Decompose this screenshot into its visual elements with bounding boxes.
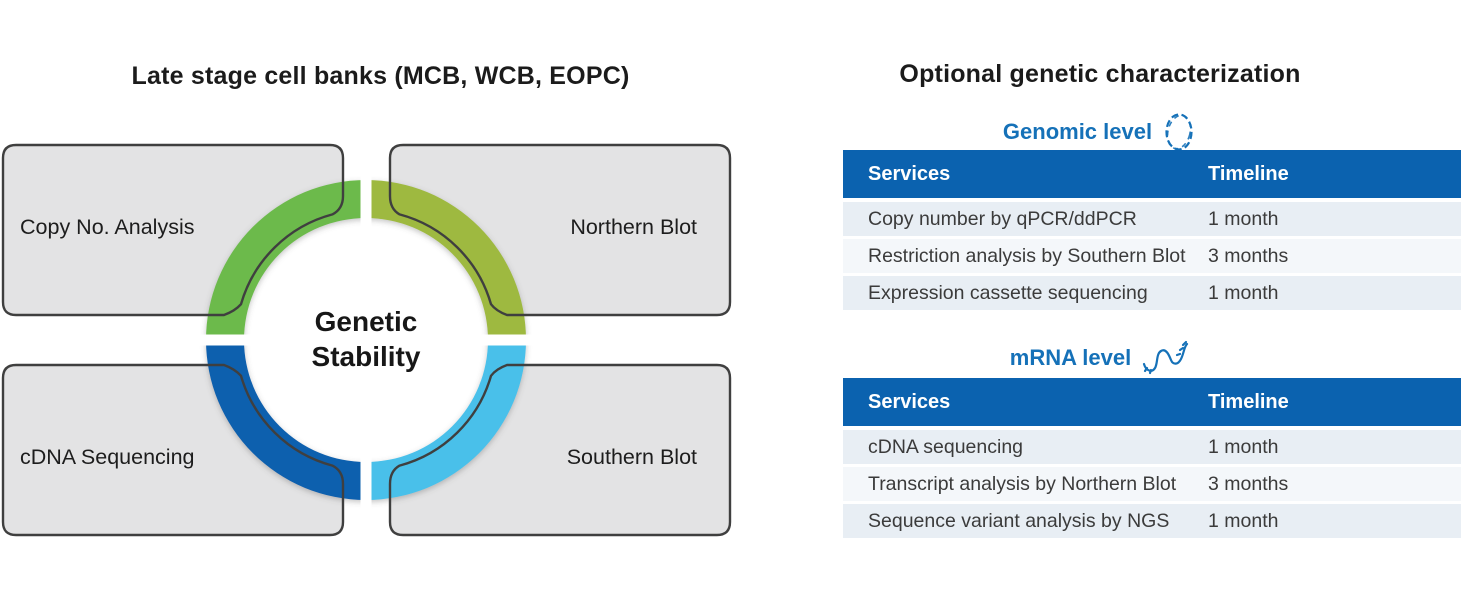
characterization-panel: Optional genetic characterization Genomi… bbox=[733, 0, 1467, 613]
node-box-top-left bbox=[3, 145, 343, 315]
hub-label-line1: Genetic bbox=[315, 306, 418, 337]
table-row: Expression cassette sequencing 1 month bbox=[843, 276, 1461, 310]
diagram-title: Late stage cell banks (MCB, WCB, EOPC) bbox=[131, 62, 630, 90]
ring-segment-bottom-right bbox=[366, 340, 526, 500]
node-label-copy-no-analysis: Copy No. Analysis bbox=[20, 215, 194, 239]
table-row: Transcript analysis by Northern Blot 3 m… bbox=[843, 467, 1461, 501]
rna-strand-icon bbox=[1143, 340, 1189, 375]
timeline-cell: 1 month bbox=[1208, 435, 1279, 458]
table-row: Copy number by qPCR/ddPCR 1 month bbox=[843, 202, 1461, 236]
ring-segments bbox=[206, 180, 526, 500]
node-box-bottom-left bbox=[3, 365, 343, 535]
ring-segment-top-right bbox=[366, 180, 526, 340]
ring-gaps bbox=[197, 171, 535, 509]
characterization-title: Optional genetic characterization bbox=[899, 60, 1301, 88]
node-box-bottom-right bbox=[390, 365, 730, 535]
column-header-services: Services bbox=[868, 390, 951, 413]
genomic-level-label: Genomic level bbox=[1002, 119, 1153, 144]
genetic-stability-diagram: Copy No. Analysis Northern Blot cDNA Seq… bbox=[1, 143, 732, 537]
service-cell: Sequence variant analysis by NGS bbox=[868, 509, 1170, 532]
timeline-cell: 3 months bbox=[1208, 244, 1289, 267]
node-label-cdna-sequencing: cDNA Sequencing bbox=[20, 445, 195, 469]
timeline-cell: 1 month bbox=[1208, 509, 1279, 532]
ring-segment-bottom-left bbox=[206, 340, 366, 500]
service-cell: cDNA sequencing bbox=[868, 435, 1024, 458]
timeline-cell: 1 month bbox=[1208, 281, 1279, 304]
node-label-northern-blot: Northern Blot bbox=[570, 215, 697, 239]
hub-label-line2: Stability bbox=[312, 341, 421, 372]
genomic-table: Services Timeline Copy number by qPCR/dd… bbox=[843, 150, 1461, 310]
mrna-table-header: Services Timeline bbox=[843, 378, 1461, 426]
mrna-level-label: mRNA level bbox=[1009, 345, 1132, 370]
table-row: Sequence variant analysis by NGS 1 month bbox=[843, 504, 1461, 538]
node-label-southern-blot: Southern Blot bbox=[567, 445, 697, 469]
table-row: Restriction analysis by Southern Blot 3 … bbox=[843, 239, 1461, 273]
node-box-borders bbox=[1, 143, 732, 537]
timeline-cell: 3 months bbox=[1208, 472, 1289, 495]
ring-segment-top-left bbox=[206, 180, 366, 340]
timeline-cell: 1 month bbox=[1208, 207, 1279, 230]
genomic-table-header: Services Timeline bbox=[843, 150, 1461, 198]
table-row: cDNA sequencing 1 month bbox=[843, 430, 1461, 464]
column-header-services: Services bbox=[868, 162, 951, 185]
mrna-table: Services Timeline cDNA sequencing 1 mont… bbox=[843, 378, 1461, 538]
node-box-top-right bbox=[390, 145, 730, 315]
service-cell: Copy number by qPCR/ddPCR bbox=[868, 207, 1137, 230]
column-header-timeline: Timeline bbox=[1208, 390, 1289, 413]
node-box-fills bbox=[3, 145, 730, 535]
column-header-timeline: Timeline bbox=[1208, 162, 1289, 185]
cell-banks-diagram-panel: Late stage cell banks (MCB, WCB, EOPC) bbox=[0, 0, 733, 613]
section-heading-mrna: mRNA level bbox=[733, 338, 1467, 378]
section-heading-genomic: Genomic level bbox=[733, 110, 1467, 154]
service-cell: Transcript analysis by Northern Blot bbox=[868, 472, 1177, 495]
plasmid-circle-icon bbox=[1165, 113, 1193, 151]
service-cell: Expression cassette sequencing bbox=[868, 281, 1148, 304]
service-cell: Restriction analysis by Southern Blot bbox=[868, 244, 1186, 267]
